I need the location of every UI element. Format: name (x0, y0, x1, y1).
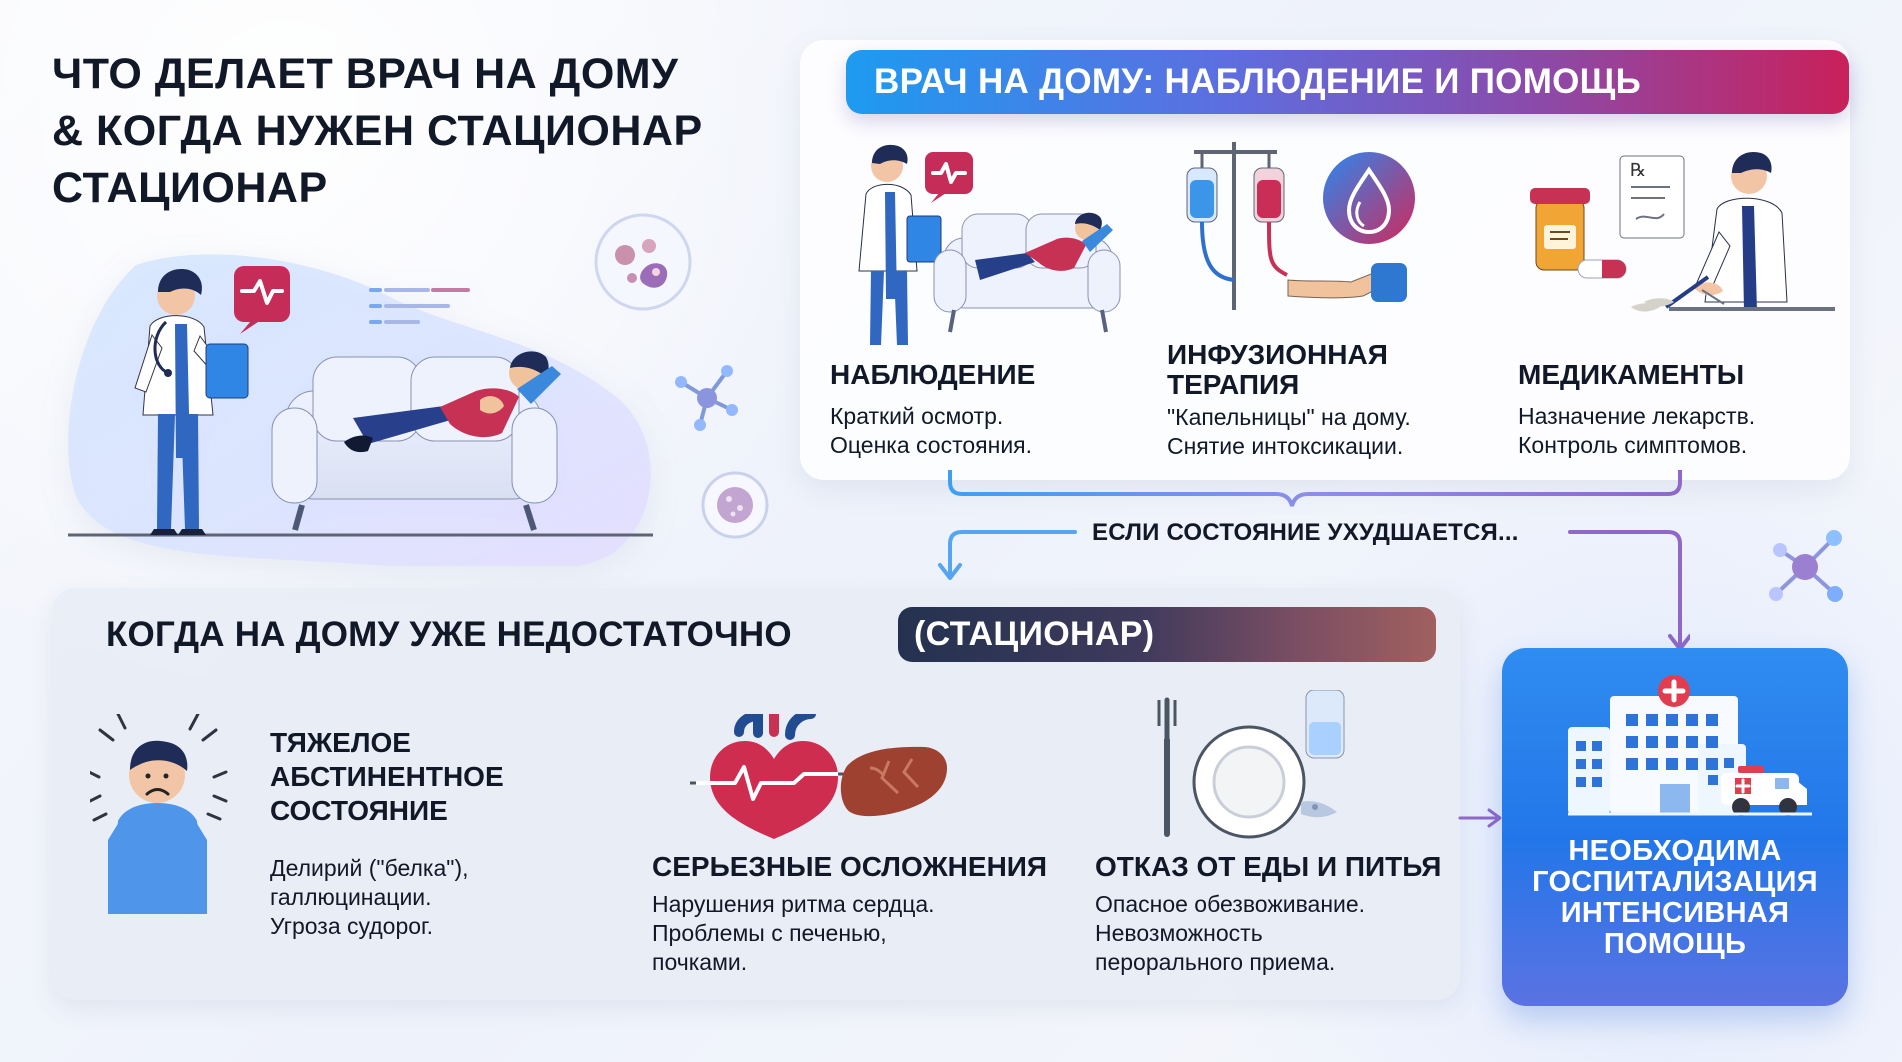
meds-description: Назначение лекарств. Контроль симптомов. (1518, 403, 1756, 458)
svg-text:℞: ℞ (1630, 160, 1646, 180)
hospitalization-result-card: НЕОБХОДИМА ГОСПИТАЛИЗАЦИЯ ИНТЕНСИВНАЯ ПО… (1502, 648, 1848, 1006)
home-visit-illustration (68, 248, 664, 566)
doctor-patient-sofa-icon (858, 144, 1121, 345)
page-title: ЧТО ДЕЛАЕТ ВРАЧ НА ДОМУ & КОГДА НУЖЕН СТ… (52, 50, 703, 212)
medications-doctor-icon: ℞ (1530, 151, 1835, 312)
worsening-flow-line (938, 470, 1690, 651)
hospital-needed-heading: КОГДА НА ДОМУ УЖЕ НЕДОСТАТОЧНО (106, 615, 792, 654)
home-card-infusion: ИНФУЗИОННАЯ ТЕРАПИЯ "Капельницы" на дому… (1167, 142, 1497, 472)
sofa-with-patient-icon (271, 351, 561, 531)
refusal-description: Опасное обезвоживание. Невозможность пер… (1095, 891, 1366, 975)
meds-title: МЕДИКАМЕНТЫ (1518, 359, 1745, 390)
food-water-refusal-icon (1157, 690, 1345, 839)
doctor-figure (134, 269, 249, 535)
heart-liver-icon (690, 714, 947, 839)
speech-heart-icon (234, 266, 290, 334)
observation-description: Краткий осмотр. Оценка состояния. (830, 403, 1033, 458)
observation-title: НАБЛЮДЕНИЕ (830, 359, 1036, 390)
risk-card-complications: СЕРЬЕЗНЫЕ ОСЛОЖНЕНИЯ Нарушения ритма сер… (652, 714, 1072, 984)
home-card-observation: НАБЛЮДЕНИЕ Краткий осмотр. Оценка состоя… (830, 142, 1160, 472)
worsening-label: ЕСЛИ СОСТОЯНИЕ УХУДШАЕТСЯ... (1092, 519, 1519, 546)
complications-description: Нарушения ритма сердца. Проблемы с печен… (652, 891, 935, 975)
iv-drip-icon (1186, 142, 1415, 310)
home-card-meds: ℞ МЕДИКАМЕНТЫ Назначение лекарств. Контр… (1518, 142, 1848, 472)
molecule-network-icon (1769, 530, 1843, 602)
molecule-network-icon (675, 365, 738, 431)
risk-card-withdrawal: ТЯЖЕЛОЕ АБСТИНЕНТНОЕ СОСТОЯНИЕ Делирий (… (90, 714, 550, 984)
withdrawal-title: ТЯЖЕЛОЕ АБСТИНЕНТНОЕ СОСТОЯНИЕ (270, 727, 504, 826)
refusal-title: ОТКАЗ ОТ ЕДЫ И ПИТЬЯ (1095, 851, 1442, 882)
home-care-banner: ВРАЧ НА ДОМУ: НАБЛЮДЕНИЕ И ПОМОЩЬ (846, 50, 1849, 114)
distressed-person-icon (90, 714, 228, 914)
hospital-ambulance-icon (1568, 675, 1812, 816)
small-cell-icon (701, 471, 769, 539)
complications-title: СЕРЬЕЗНЫЕ ОСЛОЖНЕНИЯ (652, 851, 1048, 882)
hospital-pill: (СТАЦИОНАР) (898, 607, 1436, 662)
microbe-icon (594, 213, 692, 311)
withdrawal-description: Делирий ("белка"), галлюцинации. Угроза … (270, 855, 469, 939)
hospitalization-result-text: НЕОБХОДИМА ГОСПИТАЛИЗАЦИЯ ИНТЕНСИВНАЯ ПО… (1532, 835, 1818, 960)
arrow-right-icon (1458, 808, 1502, 828)
notes-icon (369, 288, 470, 324)
infusion-description: "Капельницы" на дому. Снятие интоксикаци… (1167, 404, 1411, 459)
infusion-title: ИНФУЗИОННАЯ ТЕРАПИЯ (1167, 339, 1388, 400)
risk-card-refusal: ОТКАЗ ОТ ЕДЫ И ПИТЬЯ Опасное обезвоживан… (1095, 690, 1455, 984)
